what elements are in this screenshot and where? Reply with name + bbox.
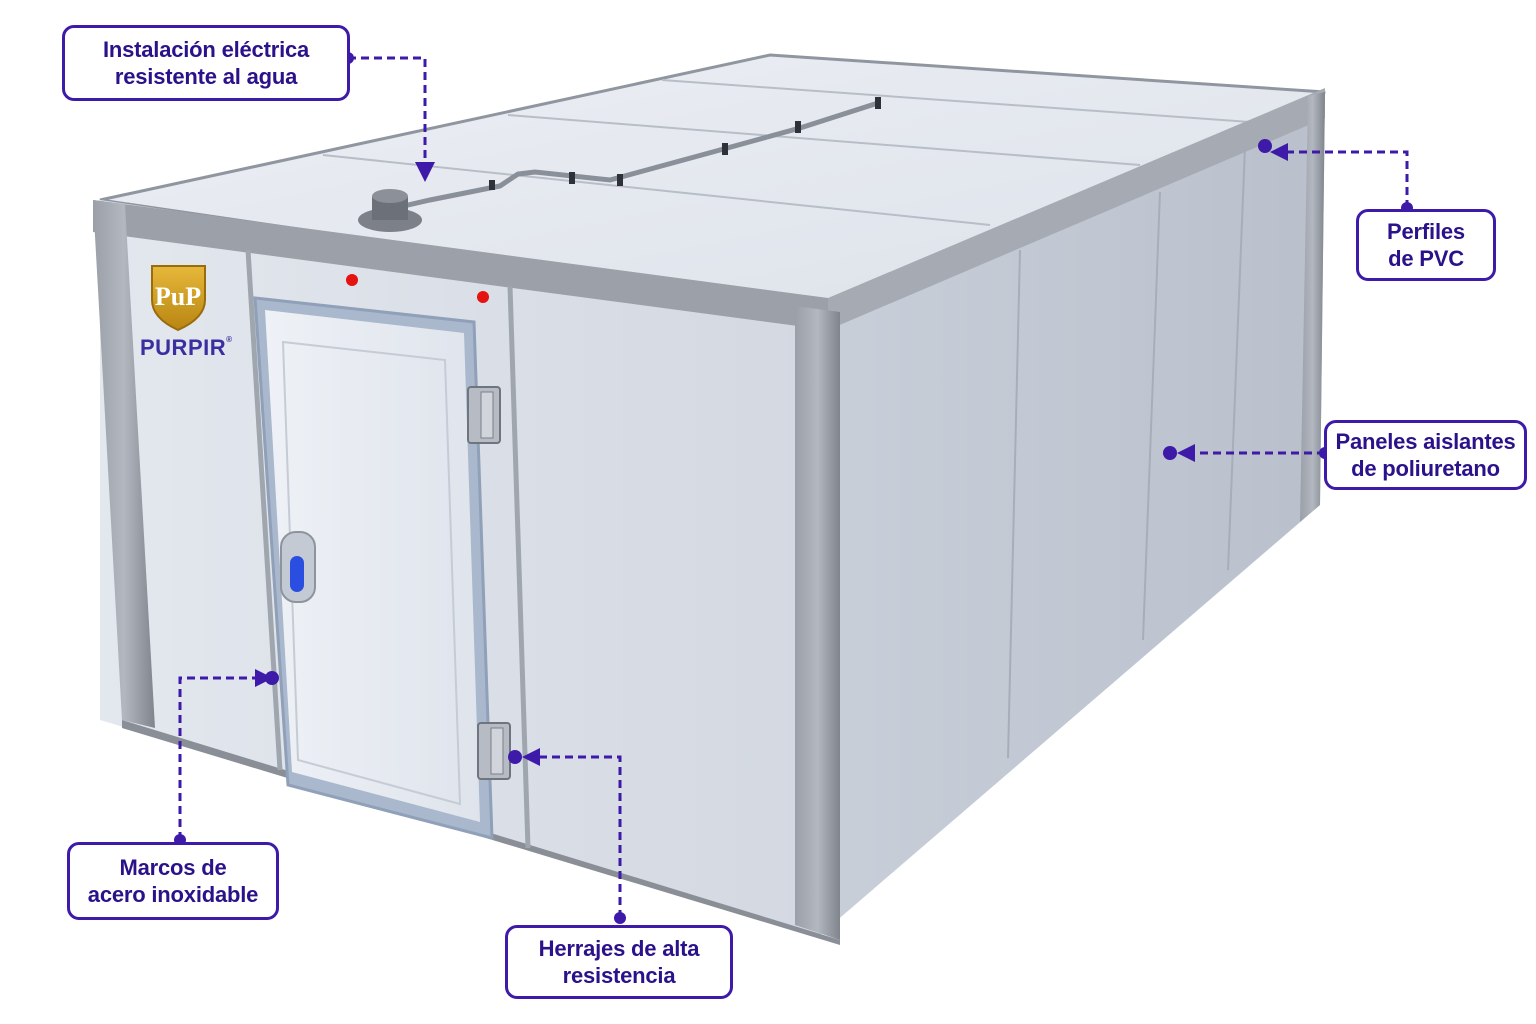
brand-mark: PuP [155,282,201,311]
conduit-clips [489,97,881,190]
hinge-top [467,386,501,444]
side-wall [820,92,1325,935]
brand-logo: PuP [151,265,206,332]
junction-box [358,189,422,232]
side-panel-seams [1007,146,1246,759]
callout-insulating-panels: Paneles aislantes de poliuretano [1324,420,1527,490]
indicator-led [346,274,358,286]
connector-arrowheads [255,143,1288,766]
electrical-conduit [392,100,881,211]
hinge-bottom [477,722,511,780]
callout-electrical: Instalación eléctrica resistente al agua [62,25,350,101]
callout-pvc-profiles: Perfiles de PVC [1356,209,1496,281]
callout-hardware: Herrajes de alta resistencia [505,925,733,999]
indicator-led [477,291,489,303]
roof-seams [322,79,1251,226]
door-handle [280,531,316,603]
brand-name: PURPIR® [140,335,233,360]
connectors [178,56,1409,918]
door [253,296,494,840]
callout-stainless-frames: Marcos de acero inoxidable [67,842,279,920]
